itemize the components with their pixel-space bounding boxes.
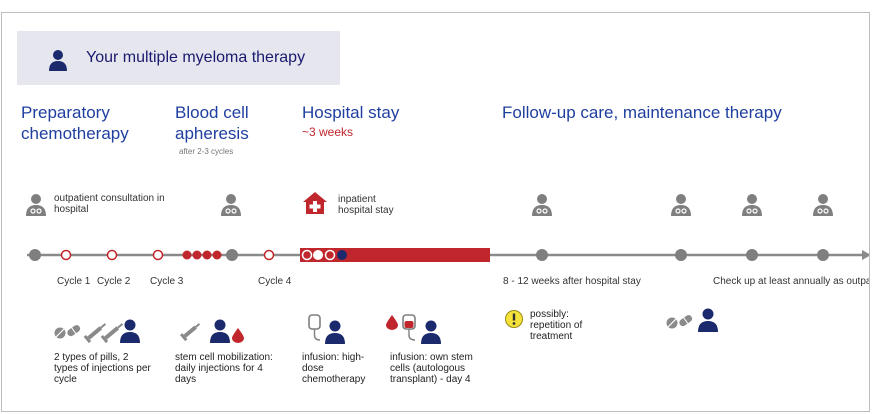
stay-marker — [324, 249, 336, 261]
diagram-frame: Your multiple myeloma therapy Preparator… — [1, 12, 870, 412]
cycle-3-label: Cycle 3 — [150, 276, 184, 287]
cycle-marker — [106, 249, 118, 261]
doctor-icon — [532, 194, 552, 216]
doctor-icon — [813, 194, 833, 216]
timeline-node — [536, 249, 548, 261]
blood-drop-icon — [386, 315, 398, 330]
timeline-node — [29, 249, 41, 261]
cycle-marker — [152, 249, 164, 261]
pill-icon — [666, 315, 693, 329]
timeline — [27, 248, 869, 262]
person-icon — [210, 319, 230, 343]
timeline-node — [746, 249, 758, 261]
phase-hospital: Hospital stay — [302, 103, 400, 122]
phase-followup: Follow-up care, maintenance therapy — [502, 103, 782, 122]
person-icon — [120, 319, 140, 343]
doctor-icon — [742, 194, 762, 216]
pills-description: 2 types of pills, 2 types of injections … — [54, 352, 151, 385]
person-icon — [49, 50, 67, 71]
timeline-node — [675, 249, 687, 261]
cycle-1-label: Cycle 1 — [57, 276, 91, 287]
timeline-node — [226, 249, 238, 261]
warning-icon — [505, 310, 523, 328]
stay-marker — [301, 249, 313, 261]
doctor-icon — [671, 194, 691, 216]
transplant-marker — [337, 250, 347, 260]
injection-marker — [192, 250, 202, 260]
iv-bag-icon — [308, 314, 321, 341]
hospital-stay-bar — [300, 248, 490, 262]
phase-apheresis-note: after 2-3 cycles — [179, 147, 234, 156]
cycle-2-label: Cycle 2 — [97, 276, 131, 287]
cycle-4-label: Cycle 4 — [258, 276, 292, 287]
iv-bag-icon — [402, 314, 416, 341]
checkup-label: Check up at least annually as outpatient — [713, 276, 870, 287]
cycle-marker — [60, 249, 72, 261]
possibly-label: possibly: repetition of treatment — [530, 309, 583, 342]
stemcell-description: stem cell mobilization: daily injections… — [175, 352, 273, 385]
person-icon — [421, 320, 441, 344]
injection-marker — [182, 250, 192, 260]
timeline-node — [817, 249, 829, 261]
phase-preparatory: Preparatory chemotherapy — [21, 103, 129, 143]
blood-drop-icon — [232, 328, 244, 343]
person-icon — [325, 320, 345, 344]
syringe-icon — [180, 323, 201, 342]
after-stay-label: 8 - 12 weeks after hospital stay — [503, 276, 641, 287]
inpatient-label: inpatient hospital stay — [338, 194, 394, 216]
pill-icon — [54, 323, 124, 344]
phase-apheresis: Blood cell apheresis — [175, 103, 249, 143]
person-icon — [698, 308, 718, 332]
injection-marker — [202, 250, 212, 260]
cycle-marker — [263, 249, 275, 261]
hospital-icon — [303, 192, 327, 214]
infusion-chemo-description: infusion: high-dose chemotherapy — [302, 352, 366, 385]
infusion-stem-description: infusion: own stem cells (autologous tra… — [390, 352, 473, 385]
outpatient-label: outpatient consultation in hospital — [54, 193, 165, 215]
doctor-icon — [221, 194, 241, 216]
injection-marker — [212, 250, 222, 260]
timeline-arrow — [862, 250, 869, 260]
page-title: Your multiple myeloma therapy — [86, 49, 306, 66]
phase-hospital-duration: ~3 weeks — [302, 125, 354, 139]
stay-marker — [313, 250, 323, 260]
title-box — [17, 31, 340, 85]
doctor-icon — [26, 194, 46, 216]
